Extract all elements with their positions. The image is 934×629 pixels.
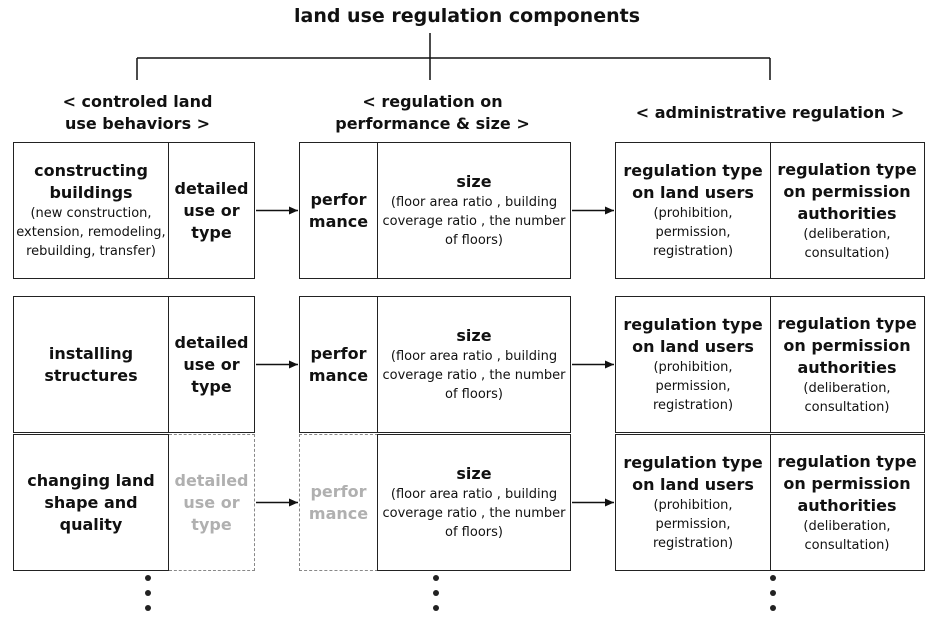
land-users-cell: regulation type on land users(prohibitio… — [615, 434, 771, 571]
column-header-administrative: < administrative regulation > — [635, 103, 905, 122]
detailed-use-cell: detailed use or type — [169, 434, 255, 571]
authorities-detail: (deliberation, consultation) — [803, 380, 891, 415]
performance-label: perfor mance — [308, 189, 369, 231]
diagram-title: land use regulation components — [293, 5, 641, 27]
authorities-label: regulation type on permission authoritie… — [777, 313, 917, 377]
performance-cell: perfor mance — [299, 296, 378, 433]
authorities-label: regulation type on permission authoritie… — [777, 451, 917, 515]
land-users-label: regulation type on land users — [623, 315, 763, 356]
behavior-cell: changing land shape and quality — [13, 434, 169, 571]
detailed-use-label: detailed use or type — [174, 332, 249, 396]
behavior-label: changing land shape and quality — [27, 470, 155, 534]
behavior-cell: constructing buildings(new construction,… — [13, 142, 169, 279]
land-users-detail: (prohibition, permission, registration) — [652, 498, 734, 551]
size-label: size — [456, 172, 492, 191]
behavior-label: constructing buildings — [34, 161, 148, 202]
authorities-detail: (deliberation, consultation) — [803, 518, 891, 553]
land-users-label: regulation type on land users — [623, 453, 763, 494]
land-users-detail: (prohibition, permission, registration) — [652, 360, 734, 413]
ellipsis-dots-left — [142, 575, 154, 620]
size-label: size — [456, 464, 492, 483]
detailed-use-cell: detailed use or type — [169, 296, 255, 433]
performance-label: perfor mance — [308, 481, 369, 523]
authorities-cell: regulation type on permission authoritie… — [770, 142, 925, 279]
ellipsis-dots-middle — [430, 575, 442, 620]
authorities-label: regulation type on permission authoritie… — [777, 159, 917, 223]
size-label: size — [456, 326, 492, 345]
size-cell: size (floor area ratio , building coverag… — [377, 142, 571, 279]
land-users-label: regulation type on land users — [623, 161, 763, 202]
land-users-cell: regulation type on land users(prohibitio… — [615, 142, 771, 279]
ellipsis-dots-right — [767, 575, 779, 620]
authorities-detail: (deliberation, consultation) — [803, 226, 891, 261]
behavior-cell: installing structures — [13, 296, 169, 433]
size-detail: (floor area ratio , building coverage ra… — [382, 195, 566, 248]
behavior-label: installing structures — [44, 343, 138, 385]
size-cell: size (floor area ratio , building coverag… — [377, 434, 571, 571]
authorities-cell: regulation type on permission authoritie… — [770, 296, 925, 433]
detailed-use-label: detailed use or type — [174, 178, 249, 242]
column-header-behaviors: < controled land use behaviors > — [62, 92, 213, 133]
column-header-performance: < regulation on performance & size > — [335, 92, 530, 133]
land-users-cell: regulation type on land users(prohibitio… — [615, 296, 771, 433]
performance-cell: perfor mance — [299, 434, 378, 571]
size-detail: (floor area ratio , building coverage ra… — [382, 487, 566, 540]
detailed-use-label: detailed use or type — [174, 470, 249, 534]
performance-cell: perfor mance — [299, 142, 378, 279]
size-cell: size (floor area ratio , building coverag… — [377, 296, 571, 433]
detailed-use-cell: detailed use or type — [169, 142, 255, 279]
land-users-detail: (prohibition, permission, registration) — [652, 206, 734, 259]
behavior-detail: (new construction, extension, remodeling… — [16, 206, 166, 259]
performance-label: perfor mance — [308, 343, 369, 385]
authorities-cell: regulation type on permission authoritie… — [770, 434, 925, 571]
size-detail: (floor area ratio , building coverage ra… — [382, 349, 566, 402]
